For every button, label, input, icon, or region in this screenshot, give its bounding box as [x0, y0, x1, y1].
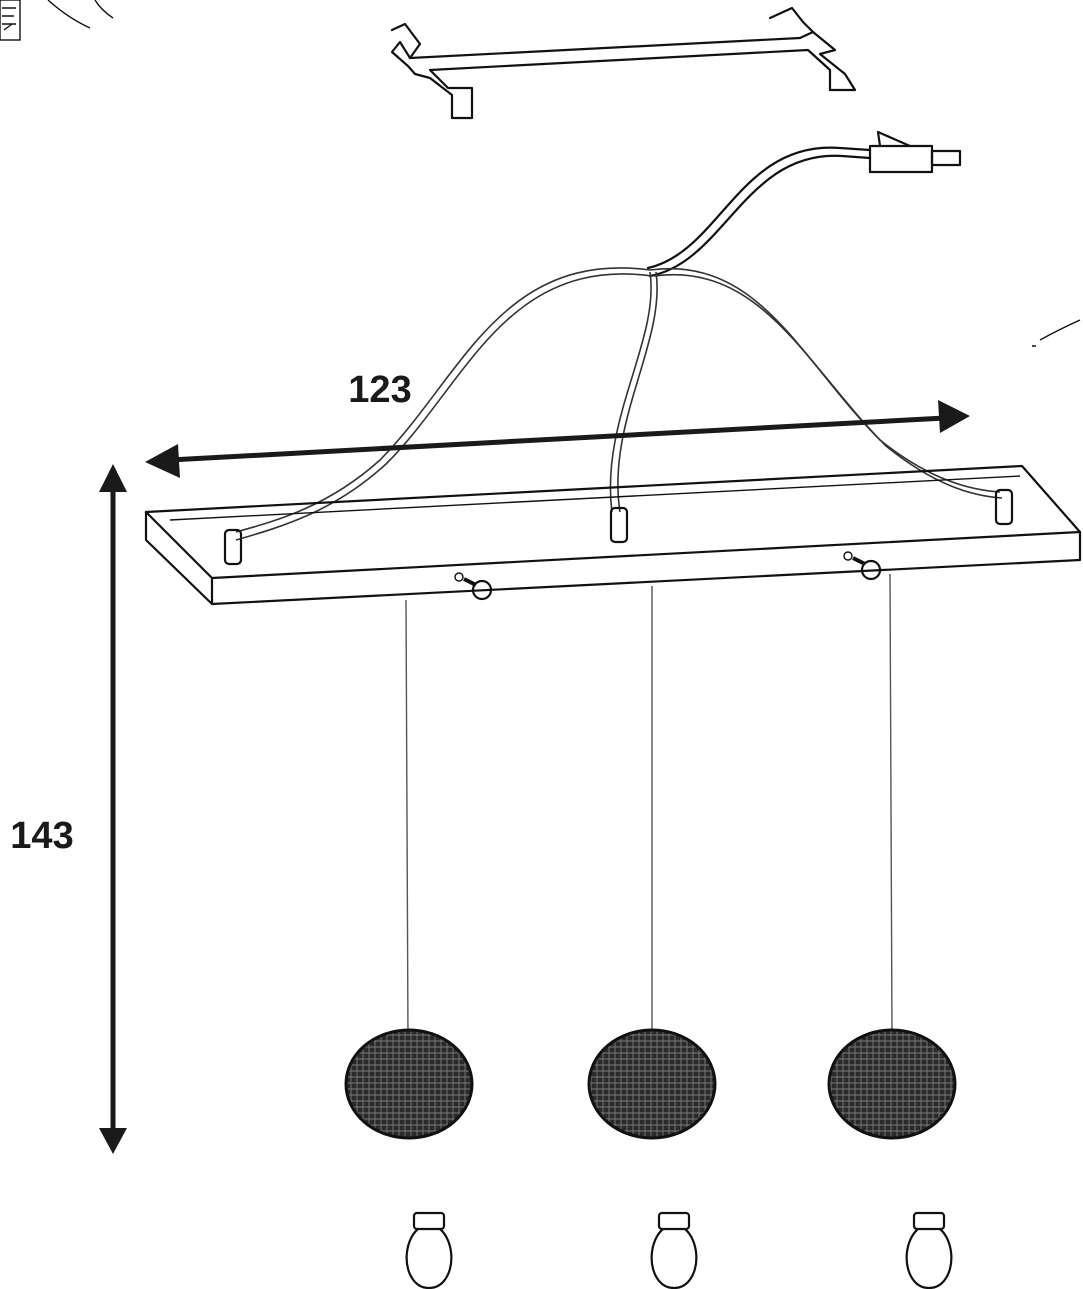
wicker-shade-right	[827, 1028, 957, 1140]
suspension-cords	[405, 573, 893, 1039]
bulb-icon	[650, 1211, 698, 1289]
wicker-shades	[344, 1028, 957, 1140]
height-label: 143	[10, 815, 73, 857]
width-label: 123	[348, 369, 411, 411]
ceiling-canopy	[144, 464, 1082, 606]
canopy-sockets	[223, 488, 1014, 566]
bulbs	[405, 1211, 953, 1289]
mounting-bracket	[390, 6, 857, 120]
bulb-icon	[905, 1211, 953, 1289]
bulb-icon	[405, 1211, 453, 1289]
width-dimension: 123	[145, 369, 970, 478]
internal-wires	[235, 267, 1003, 541]
corner-sketch	[0, 0, 1081, 347]
screws	[454, 551, 882, 601]
wicker-shade-left	[344, 1028, 474, 1140]
plug-icon	[868, 130, 962, 174]
wicker-shade-center	[587, 1028, 717, 1140]
power-cable	[646, 130, 962, 278]
height-dimension: 143	[10, 464, 127, 1154]
